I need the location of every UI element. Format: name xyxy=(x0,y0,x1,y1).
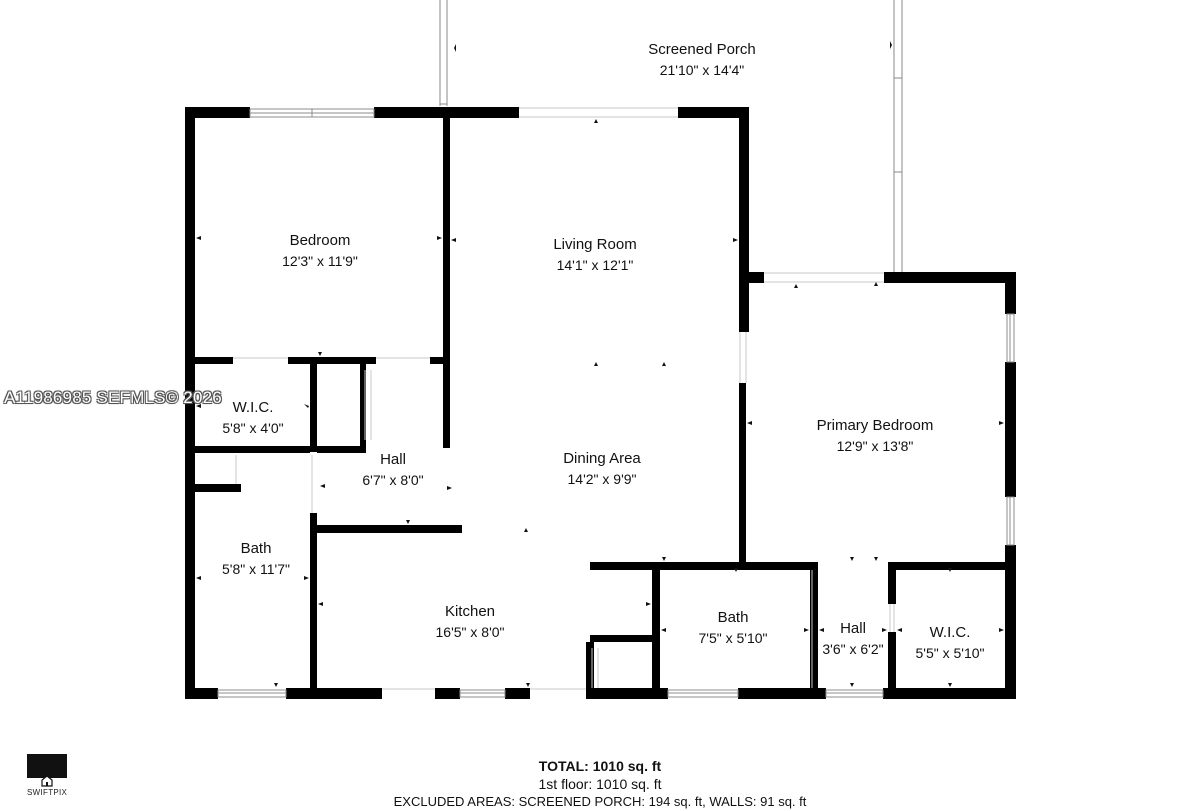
room-dims-wic-2: 5'5" x 5'10" xyxy=(916,645,985,661)
room-name-screened-porch: Screened Porch xyxy=(648,41,756,58)
walls xyxy=(185,107,1016,699)
room-name-hall: Hall xyxy=(380,451,406,468)
total-area: TOTAL: 1010 sq. ft xyxy=(538,758,662,774)
room-name-living-room: Living Room xyxy=(553,236,636,253)
room-dims-bedroom: 12'3" x 11'9" xyxy=(282,253,358,269)
room-labels: Screened Porch 21'10" x 14'4" Bedroom 12… xyxy=(222,41,985,661)
room-dims-screened-porch: 21'10" x 14'4" xyxy=(660,62,745,78)
room-dims-kitchen: 16'5" x 8'0" xyxy=(436,624,505,640)
room-name-kitchen: Kitchen xyxy=(445,603,495,620)
room-dims-bath: 5'8" x 11'7" xyxy=(222,561,290,577)
openings xyxy=(233,107,895,690)
dimension-markers xyxy=(196,41,1004,687)
room-dims-dining-area: 14'2" x 9'9" xyxy=(568,471,637,487)
room-dims-wic: 5'8" x 4'0" xyxy=(222,420,283,436)
room-dims-hall-2: 3'6" x 6'2" xyxy=(822,641,883,657)
room-name-wic: W.I.C. xyxy=(233,399,274,416)
house-icon xyxy=(41,775,53,787)
logo-text: SWIFTPIX xyxy=(27,788,68,797)
room-name-bath: Bath xyxy=(241,540,272,557)
swiftpix-logo: SWIFTPIX xyxy=(27,754,67,800)
room-dims-bath-2: 7'5" x 5'10" xyxy=(699,630,768,646)
room-name-wic-2: W.I.C. xyxy=(930,624,971,641)
room-name-dining-area: Dining Area xyxy=(563,450,641,467)
area-totals: TOTAL: 1010 sq. ft 1st floor: 1010 sq. f… xyxy=(300,757,900,811)
room-dims-hall: 6'7" x 8'0" xyxy=(362,472,423,488)
room-name-bedroom: Bedroom xyxy=(290,232,351,249)
room-name-bath-2: Bath xyxy=(718,609,749,626)
floor-area: 1st floor: 1010 sq. ft xyxy=(538,776,662,792)
windows xyxy=(217,108,1015,698)
room-dims-living-room: 14'1" x 12'1" xyxy=(557,257,634,273)
logo-box xyxy=(27,754,67,778)
room-name-primary-bedroom: Primary Bedroom xyxy=(817,417,934,434)
excluded-areas: EXCLUDED AREAS: SCREENED PORCH: 194 sq. … xyxy=(393,794,807,809)
room-dims-primary-bedroom: 12'9" x 13'8" xyxy=(837,438,914,454)
porch-screen xyxy=(439,0,903,272)
room-name-hall-2: Hall xyxy=(840,620,866,637)
mls-watermark: A11986985 SEFMLS© 2026 xyxy=(4,388,222,407)
